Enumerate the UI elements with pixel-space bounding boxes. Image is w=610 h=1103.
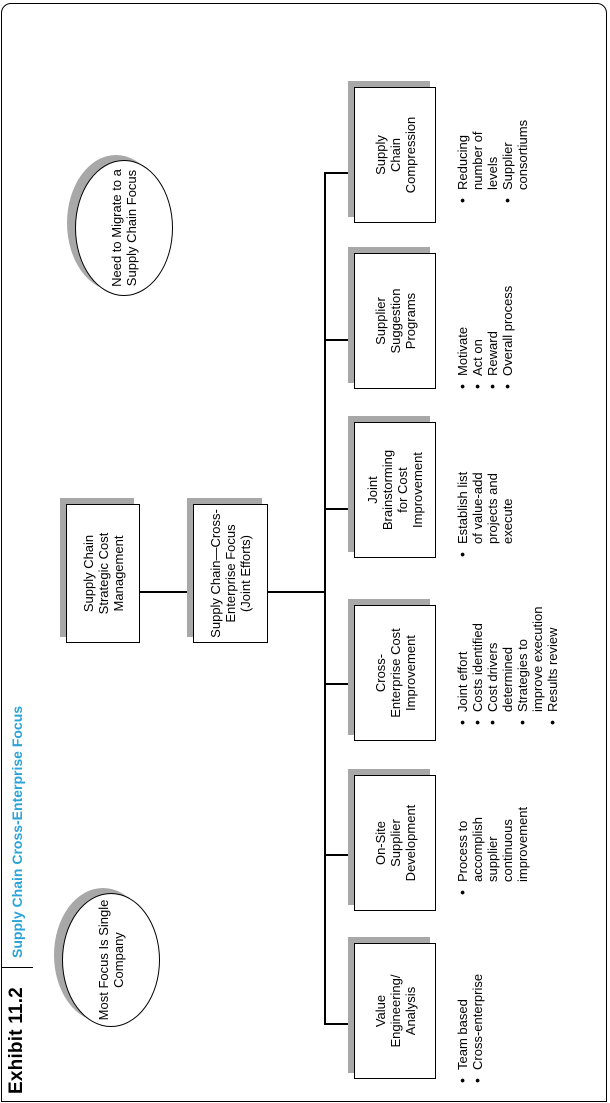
box-title-line: Cross-: [372, 653, 388, 693]
box-cross-line: Enterprise Focus: [223, 524, 238, 623]
box-supply-chain-compression: Supply Chain Compression: [354, 87, 436, 223]
bullet-item: Team based: [455, 920, 470, 1070]
bullet-item: Joint effort: [455, 552, 470, 712]
connector-drop-2: [324, 854, 354, 856]
bullet-text: determined: [500, 646, 515, 712]
bullet-text: of value-add: [470, 472, 485, 544]
bullet-item: Results review: [545, 552, 560, 712]
bullets-value-engineering: Team based Cross-enterprise: [455, 920, 485, 1085]
bullet-text: Process to: [455, 820, 470, 882]
bullet-item: Reward: [485, 226, 500, 376]
bullets-onsite-supplier: Process to accomplish supplier continuou…: [455, 742, 530, 897]
box-onsite-supplier-development: On-Site Supplier Development: [354, 775, 436, 911]
bullet-item: Strategies to improve execution: [515, 552, 545, 713]
bullets-supplier-suggestion: Motivate Act on Reward Overall process: [455, 226, 515, 391]
bullet-item: Motivate: [455, 226, 470, 376]
box-title-line: Programs: [402, 292, 418, 350]
bullet-text: improvement: [515, 806, 530, 882]
box-title-line: Supply: [372, 135, 388, 175]
bullet-item: Reducing number of levels: [455, 60, 500, 190]
bullet-text: Reducing: [455, 135, 470, 190]
bullet-text: Supplier: [500, 142, 515, 190]
bullet-text: improve execution: [530, 606, 545, 713]
box-title-line: Brainstorming: [380, 449, 395, 531]
box-title-line: Improvement: [410, 452, 425, 528]
box-title-line: Analysis: [402, 986, 418, 1036]
connector-drop-6: [324, 172, 354, 174]
bullet-text: supplier: [485, 836, 500, 882]
bullet-text: Act on: [470, 339, 485, 376]
bullet-item: Cost drivers determined: [485, 552, 515, 712]
bullet-text: Establish list: [455, 471, 470, 544]
bullet-text: Costs identified: [470, 623, 485, 712]
box-cross-enterprise-focus: Supply Chain—Cross- Enterprise Focus (Jo…: [193, 504, 268, 643]
box-title-line: Joint: [365, 476, 380, 504]
bullets-cross-enterprise-cost: Joint effort Costs identified Cost drive…: [455, 552, 560, 727]
box-title-line: Chain: [387, 138, 403, 172]
oval-single-company-line: Most Focus Is: [96, 939, 111, 1021]
bullet-text: Joint effort: [455, 651, 470, 712]
bullet-text: Cross-enterprise: [470, 973, 485, 1070]
oval-migrate-line: Chain Focus: [124, 169, 139, 243]
connector-drop-5: [324, 339, 354, 341]
box-cross-line: (Joint Efforts): [238, 534, 253, 613]
oval-single-company: Most Focus Is Single Company: [62, 893, 160, 1027]
bullet-item: Supplier consortiums: [500, 60, 530, 190]
exhibit-title: Supply Chain Cross-Enterprise Focus: [9, 705, 25, 958]
box-title-line: Engineering/: [387, 974, 403, 1048]
box-strategic-line: Management: [110, 535, 126, 612]
exhibit-number: Exhibit 11.2: [1, 967, 33, 1102]
connector-drop-1: [324, 1023, 354, 1025]
bullet-text: execute: [500, 498, 515, 544]
bullet-item: Act on: [470, 226, 485, 376]
box-title-line: Value: [372, 994, 388, 1028]
box-joint-brainstorming: Joint Brainstorming for Cost Improvement: [354, 422, 436, 558]
bullet-text: levels: [485, 156, 500, 190]
connector-bus: [324, 174, 326, 1025]
connector-drop-3: [324, 683, 354, 685]
box-cross-enterprise-cost: Cross- Enterprise Cost Improvement: [354, 605, 436, 741]
box-strategic-line: Supply Chain: [80, 534, 96, 613]
bullet-item: Overall process: [500, 226, 515, 376]
box-title-line: Compression: [402, 116, 418, 194]
bullet-text: consortiums: [515, 119, 530, 190]
bullet-text: Overall process: [500, 285, 515, 376]
box-title-line: Suggestion: [387, 288, 403, 354]
oval-migrate: Need to Migrate to a Supply Chain Focus: [75, 160, 173, 296]
connector-drop-4: [324, 508, 354, 510]
box-supplier-suggestion: Supplier Suggestion Programs: [354, 253, 436, 389]
box-title-line: Development: [402, 804, 418, 882]
bullet-item: Costs identified: [470, 552, 485, 712]
bullet-text: Cost drivers: [485, 642, 500, 712]
box-title-line: Supplier: [387, 819, 403, 867]
bullet-text: continuous: [500, 819, 515, 882]
bullet-text: Results review: [545, 627, 560, 712]
box-value-engineering: Value Engineering/ Analysis: [354, 943, 436, 1079]
connector-strategic-cross: [140, 591, 193, 593]
bullet-text: Team based: [455, 999, 470, 1070]
bullet-text: accomplish: [470, 816, 485, 882]
bullet-item: Cross-enterprise: [470, 920, 485, 1070]
box-cross-line: Supply Chain—Cross-: [208, 509, 223, 638]
bullets-joint-brainstorming: Establish list of value-add projects and…: [455, 394, 515, 559]
bullet-text: Strategies to: [515, 639, 530, 712]
bullet-text: projects and: [485, 473, 500, 544]
oval-migrate-line: Need to Migrate: [109, 194, 124, 287]
box-strategic-cost-management: Supply Chain Strategic Cost Management: [66, 504, 140, 643]
bullet-text: number of: [470, 131, 485, 190]
bullet-text: Reward: [485, 331, 500, 376]
bullet-item: Process to accomplish supplier continuou…: [455, 742, 530, 882]
box-title-line: for Cost: [395, 467, 410, 513]
box-title-line: On-Site: [372, 820, 388, 866]
bullets-supply-chain-compression: Reducing number of levels Supplier conso…: [455, 60, 530, 205]
connector-cross-trunk: [268, 591, 325, 593]
bullet-item: Establish list of value-add projects and…: [455, 394, 515, 544]
box-title-line: Supplier: [372, 297, 388, 345]
box-title-line: Improvement: [402, 635, 418, 711]
box-strategic-line: Strategic Cost: [95, 532, 111, 615]
box-title-line: Enterprise Cost: [387, 628, 403, 718]
bullet-text: Motivate: [455, 326, 470, 376]
